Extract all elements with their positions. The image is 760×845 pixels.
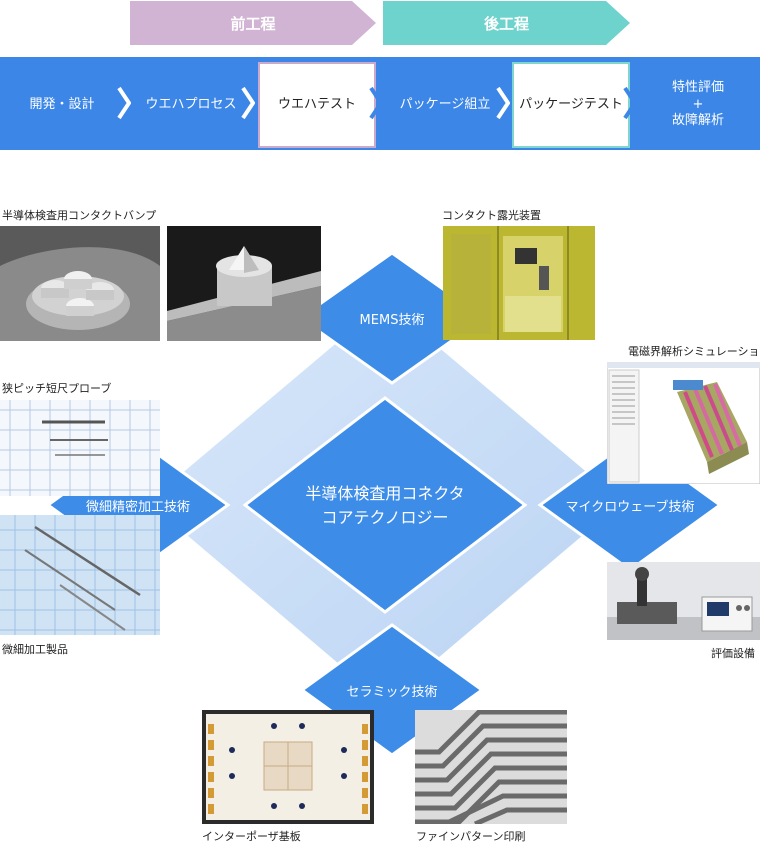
mems-label: MEMS技術 [359, 312, 425, 328]
caption-contact-bump: 半導体検査用コンタクトバンプ [2, 209, 157, 222]
step-label: 特性評価 + 故障解析 [671, 79, 724, 129]
microwave-label: マイクロウェーブ技術 [565, 499, 695, 515]
caption-em-simulation: 電磁界解析シミュレーション [628, 345, 760, 358]
caption-microfab-products: 微細加工製品 [2, 643, 68, 656]
caption-fine-pattern: ファインパターン印刷 [416, 830, 526, 843]
interposer-board-photo [202, 710, 374, 824]
evaluation-equipment-photo [607, 562, 760, 640]
step-wafer-test: ウエハテスト [258, 62, 376, 148]
contact-bump-photo-1 [0, 226, 160, 341]
back-process-phase: 後工程 [383, 1, 630, 45]
back-phase-label: 後工程 [483, 14, 529, 33]
caption-evaluation-equipment: 評価設備 [711, 647, 755, 660]
caption-probe: 狭ピッチ短尺プローブ [2, 382, 112, 395]
step-package-assembly: パッケージ組立 [384, 62, 506, 148]
core-title-line2: コアテクノロジー [321, 508, 449, 527]
step-label: 開発・設計 [29, 96, 95, 112]
step-development-design: 開発・設計 [2, 62, 122, 148]
chevron-right-icon [496, 86, 510, 120]
step-characterization-failure-analysis: 特性評価 + 故障解析 [638, 62, 758, 148]
exposure-equipment-photo [443, 226, 595, 340]
front-process-phase: 前工程 [130, 1, 376, 45]
center-diamond [242, 396, 528, 614]
em-simulation-screenshot [607, 362, 760, 484]
caption-interposer: インターポーザ基板 [202, 830, 301, 843]
front-phase-label: 前工程 [230, 14, 276, 33]
step-wafer-process: ウエハプロセス [130, 62, 252, 148]
core-technology-title: 半導体検査用コネクタ コアテクノロジー [275, 475, 495, 537]
caption-exposure-equipment: コンタクト露光装置 [442, 209, 541, 222]
ceramic-label: セラミック技術 [346, 684, 438, 700]
chevron-right-icon [369, 86, 383, 120]
chevron-right-icon [117, 86, 131, 120]
microfab-products-photo [0, 515, 160, 635]
step-label: パッケージテスト [519, 96, 623, 112]
contact-bump-photo-2 [167, 226, 321, 341]
chevron-right-icon [623, 86, 637, 120]
step-label: ウエハテスト [277, 96, 356, 112]
step-label: パッケージ組立 [399, 96, 491, 112]
core-title-line1: 半導体検査用コネクタ [305, 484, 465, 503]
narrow-pitch-probe-photo [0, 400, 160, 496]
chevron-right-icon [241, 86, 255, 120]
step-package-test: パッケージテスト [512, 62, 630, 148]
fine-pattern-printing-photo [415, 710, 567, 824]
microfab-label: 微細精密加工技術 [85, 499, 190, 515]
step-label: ウエハプロセス [145, 96, 237, 112]
